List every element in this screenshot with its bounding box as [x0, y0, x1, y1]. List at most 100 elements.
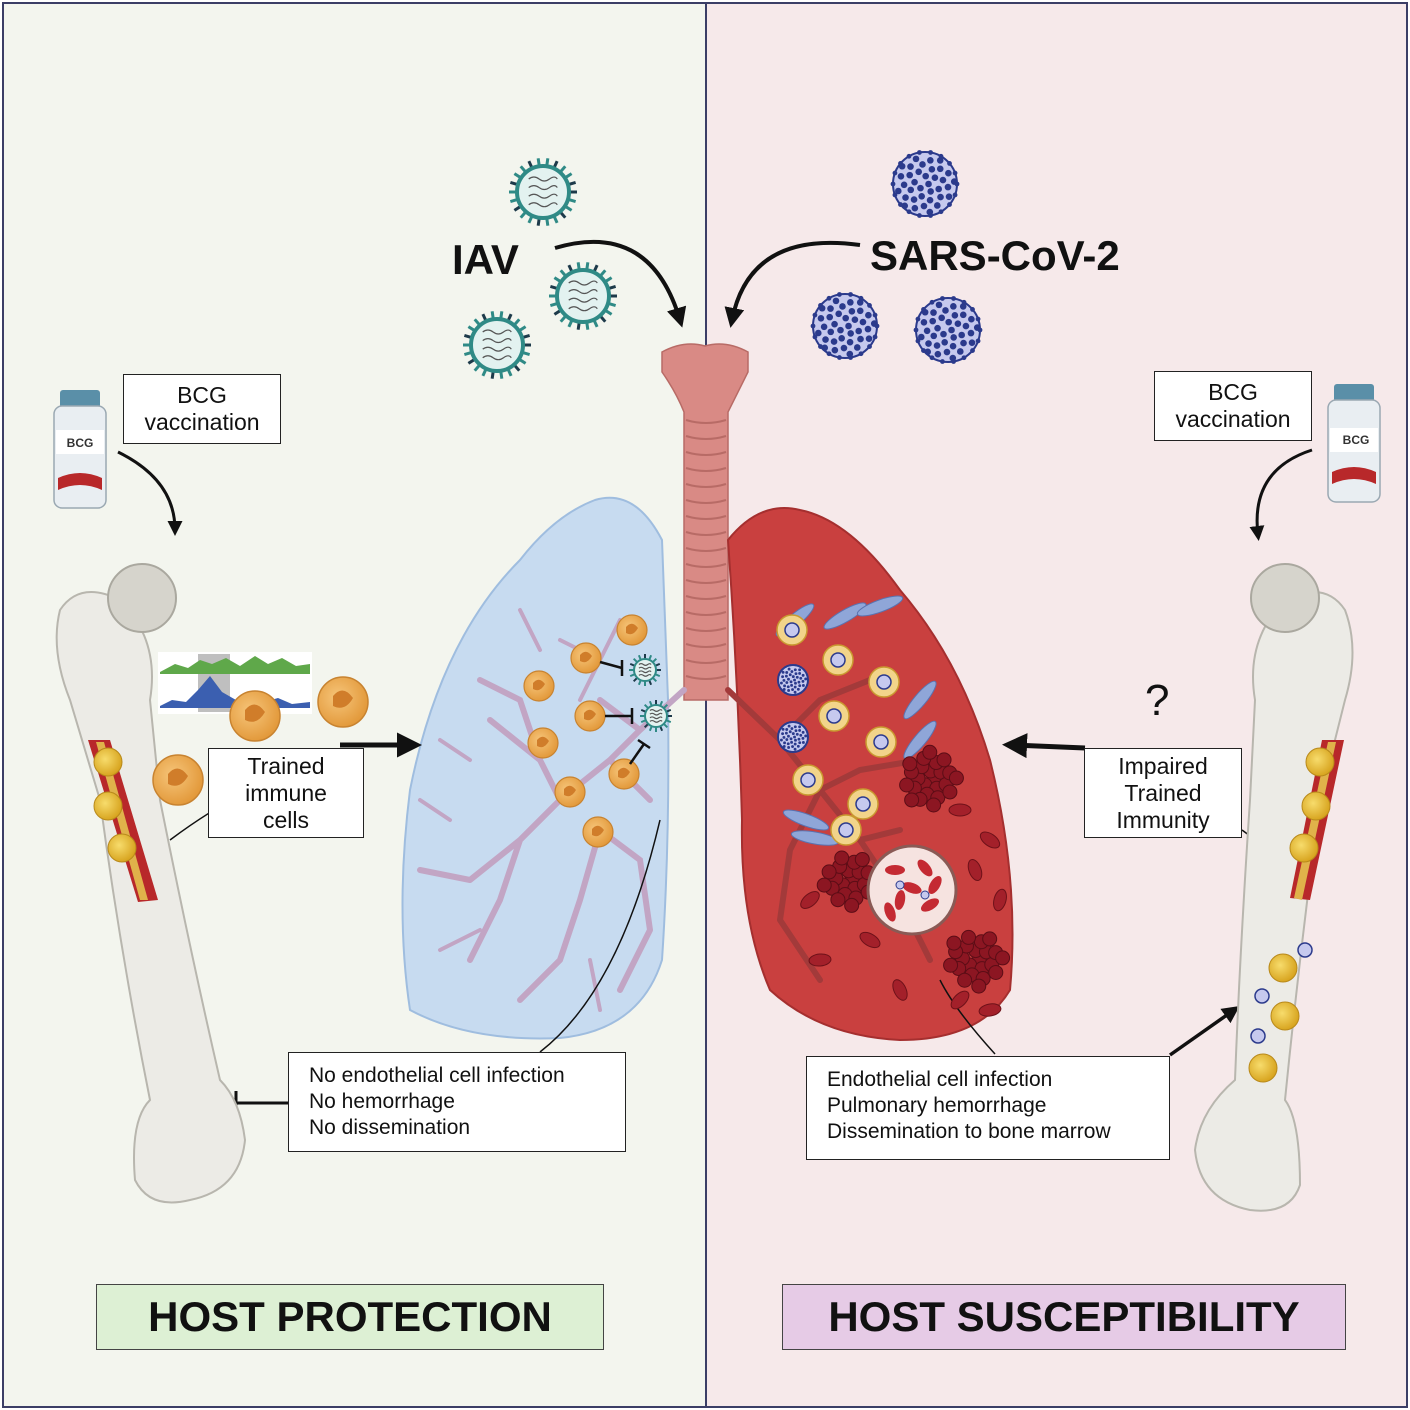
outcome-item: Endothelial cell infection	[827, 1068, 1053, 1091]
blood-cell-cluster	[948, 770, 964, 786]
iav-virus-icon	[640, 700, 672, 732]
connector-line	[939, 979, 996, 1055]
red-blood-cell	[978, 1003, 1002, 1017]
trained-immune-cells	[152, 676, 369, 806]
virus-inside-cell	[876, 674, 892, 690]
blood-cell-cluster	[946, 935, 962, 951]
label-line: Immunity	[1116, 806, 1210, 833]
inhibition-marks	[599, 660, 651, 765]
red-blood-cell	[979, 831, 1001, 849]
red-blood-cell	[902, 882, 922, 894]
blood-cell-cluster	[834, 850, 850, 866]
trachea-ring	[685, 499, 727, 504]
red-blood-cell	[859, 931, 881, 949]
blood-cell-cluster	[816, 877, 832, 893]
bcg-vaccination-label-left: BCG vaccination	[123, 374, 281, 444]
trachea-ring	[685, 419, 727, 424]
virus-inside-cell	[830, 652, 846, 668]
blood-cell-cluster	[902, 756, 918, 772]
impaired-trained-immunity-label: Impaired Trained Immunity	[1084, 748, 1242, 838]
iav-title: IAV	[452, 236, 519, 283]
trachea-ring	[685, 627, 727, 632]
bcg-to-bone-arrow-right	[1249, 448, 1313, 541]
blood-cell-cluster	[943, 957, 959, 973]
red-blood-cell	[917, 859, 933, 877]
blood-cell-cluster	[971, 978, 987, 994]
label-line: Impaired	[1118, 752, 1208, 779]
connector-line	[539, 819, 661, 1053]
trachea-ring	[685, 643, 727, 648]
host-protection-banner: HOST PROTECTION	[96, 1284, 604, 1350]
bcg-vial-right: BCG	[1327, 384, 1381, 503]
blood-cell-cluster	[936, 752, 952, 768]
endothelial-cell	[782, 809, 830, 831]
label-line: BCG	[177, 382, 227, 408]
virus-inside-cell	[855, 796, 871, 812]
bcg-vaccination-label-right: BCG vaccination	[1154, 371, 1312, 441]
sars-cov-2-virus-icon	[890, 150, 960, 218]
dissemination-arrow	[1168, 1005, 1240, 1057]
blood-cell-cluster	[922, 744, 938, 760]
label-line: cells	[262, 806, 309, 833]
blood-cell-cluster	[995, 950, 1011, 966]
label-line: vaccination	[1175, 406, 1291, 432]
iav-virus-icon	[629, 654, 661, 686]
impaired-to-lung-arrow	[1002, 733, 1086, 759]
cell-nucleus	[584, 709, 596, 721]
trachea-ring	[685, 435, 727, 440]
virus-inside-cell	[826, 708, 842, 724]
outcome-item: Dissemination to bone marrow	[827, 1120, 1111, 1143]
sars-entry-arrow	[724, 240, 861, 328]
bcg-to-bone-arrow-left	[117, 450, 183, 536]
label-line: vaccination	[144, 409, 260, 435]
cell-nucleus	[533, 679, 545, 691]
trachea-ring	[685, 467, 727, 472]
blood-cell-cluster	[899, 777, 915, 793]
protection-outcomes-box: No endothelial cell infection No hemorrh…	[288, 1052, 626, 1152]
trachea-ring	[685, 675, 727, 680]
question-mark: ?	[1145, 676, 1170, 725]
cell-nucleus	[626, 623, 638, 635]
healthy-lung	[401, 496, 687, 1040]
blood-cell-cluster	[957, 972, 973, 988]
iav-entry-arrow	[554, 239, 687, 328]
red-blood-cell	[894, 890, 906, 910]
red-blood-cell	[928, 875, 942, 895]
virus-in-vessel	[895, 880, 905, 890]
trachea-ring	[685, 451, 727, 456]
outcome-item: No hemorrhage	[309, 1090, 455, 1113]
sars-cov-2-title: SARS-CoV-2	[870, 232, 1120, 279]
virus-inside-cell	[873, 734, 889, 750]
cell-nucleus	[580, 651, 592, 663]
bcg-vial-left: BCG	[53, 390, 107, 509]
cell-nucleus	[564, 785, 576, 797]
trachea-ring	[685, 611, 727, 616]
femur-bone-left	[55, 563, 247, 1204]
inhibition-symbol	[234, 1091, 288, 1115]
diseased-lung-contents	[775, 595, 1011, 1017]
virus-inside-cell	[784, 622, 800, 638]
sars-cov-2-virus-icon	[810, 292, 880, 360]
trained-immune-cells-label: Trained immune cells	[208, 748, 364, 838]
blood-cell-cluster	[904, 792, 920, 808]
blood-cell-cluster	[830, 892, 846, 908]
trachea-ring	[685, 531, 727, 536]
red-blood-cell	[967, 858, 983, 882]
red-blood-cell	[920, 898, 940, 912]
blood-cell-cluster	[844, 897, 860, 913]
red-blood-cell	[993, 888, 1007, 912]
vial-label-right: BCG	[1343, 433, 1370, 447]
endothelial-cell	[823, 602, 867, 630]
cell-nucleus	[618, 767, 630, 779]
trachea	[661, 343, 749, 701]
trachea-ring	[685, 579, 727, 584]
lung-immune-cells	[523, 614, 648, 848]
blood-cell-cluster	[988, 964, 1004, 980]
label-line: immune	[245, 779, 327, 806]
virus-inside-cell	[800, 772, 816, 788]
iav-virus-icon	[549, 262, 617, 330]
red-blood-cell	[800, 891, 820, 909]
trachea-ring	[685, 659, 727, 664]
label-line: Trained	[247, 752, 325, 779]
